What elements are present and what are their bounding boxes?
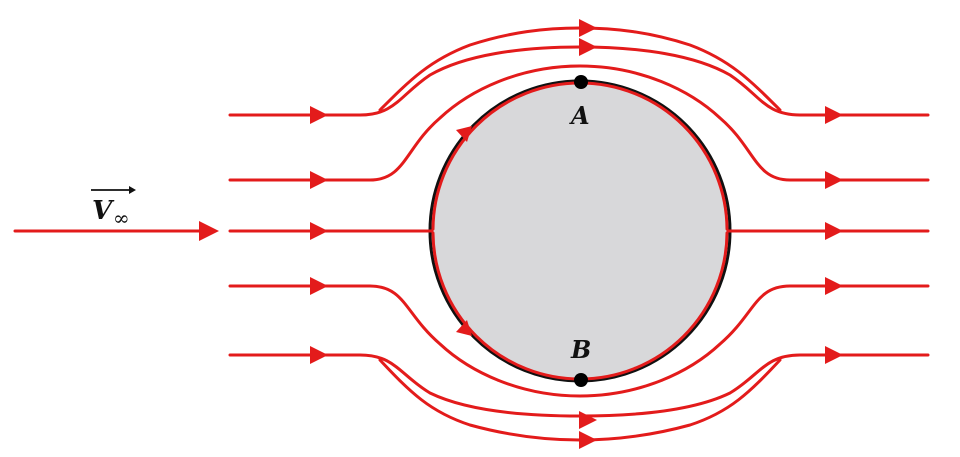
arrowhead-top-outer bbox=[579, 19, 597, 37]
point-b-label: B bbox=[570, 335, 591, 364]
arrowhead-bottom-outer bbox=[579, 431, 597, 449]
streamline-lower-inner bbox=[228, 284, 930, 398]
velocity-symbol: V bbox=[92, 196, 115, 226]
arrowhead-left-3 bbox=[310, 222, 328, 240]
arrowhead-left-1 bbox=[310, 106, 328, 124]
arrowhead-left-5 bbox=[310, 346, 328, 364]
arrowhead-left-2 bbox=[310, 171, 328, 189]
freestream-arrowhead bbox=[199, 221, 219, 241]
arrowhead-right-5 bbox=[825, 346, 843, 364]
point-a-label: A bbox=[569, 101, 590, 130]
arrowhead-right-4 bbox=[825, 277, 843, 295]
arrowhead-left-4 bbox=[310, 277, 328, 295]
velocity-subscript: ∞ bbox=[113, 206, 130, 230]
vector-arrowhead bbox=[129, 186, 136, 194]
streamline-upper-inner bbox=[228, 64, 930, 182]
arrowhead-top-middle bbox=[579, 38, 597, 56]
freestream-velocity-label: V ∞ bbox=[91, 186, 136, 230]
arrowhead-bottom-middle bbox=[579, 411, 597, 429]
arrowhead-surface-top bbox=[456, 126, 472, 142]
point-b-marker bbox=[574, 373, 588, 387]
arrowhead-surface-bottom bbox=[456, 320, 472, 336]
arrowhead-right-2 bbox=[825, 171, 843, 189]
point-a-marker bbox=[574, 75, 588, 89]
arrowhead-right-3 bbox=[825, 222, 843, 240]
arrowhead-right-1 bbox=[825, 106, 843, 124]
